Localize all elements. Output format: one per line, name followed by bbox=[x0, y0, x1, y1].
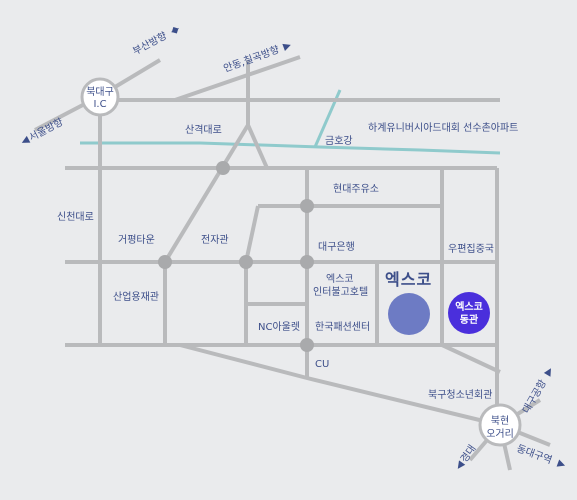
interchange-south-line2: 오거리 bbox=[486, 428, 514, 440]
exco-main-label: 엑스코 bbox=[385, 270, 432, 289]
label-nc-outlet: NC아울렛 bbox=[258, 321, 300, 333]
label-sangyeok-road: 산격대로 bbox=[185, 123, 222, 136]
label-electronics: 전자관 bbox=[201, 234, 229, 246]
junction-3 bbox=[158, 255, 172, 269]
junction-6 bbox=[300, 338, 314, 352]
interchange-north-line1: 북대구 bbox=[86, 86, 114, 98]
direction-airport: 대구공항 bbox=[520, 368, 551, 416]
label-industrial-hall: 산업용재관 bbox=[113, 290, 159, 303]
arrow-right-icon bbox=[282, 43, 291, 52]
junction-1 bbox=[216, 161, 230, 175]
label-exco-hotel-2: 인터불고호텔 bbox=[313, 286, 368, 298]
direction-busan-label: 부산방향 bbox=[131, 30, 169, 58]
interchange-south-ring bbox=[478, 403, 522, 447]
direction-busan: 부산방향 bbox=[131, 27, 180, 58]
direction-dongdaegu: 동대구역 bbox=[515, 443, 566, 467]
label-apartment: 하계유니버시아드대회 선수촌아파트 bbox=[368, 121, 518, 134]
road-top-diag bbox=[174, 55, 301, 102]
exco-east-label-1: 엑스코 bbox=[455, 301, 483, 313]
arrow-left-icon bbox=[457, 460, 466, 469]
road-diag-3 bbox=[246, 124, 269, 169]
label-cu: CU bbox=[315, 359, 329, 370]
label-post-office: 우편집중국 bbox=[448, 243, 494, 255]
label-geopyeong-town: 거평타운 bbox=[118, 234, 155, 246]
interchange-north-ring bbox=[80, 77, 120, 117]
interchange-north-line2: I.C bbox=[93, 99, 106, 110]
junction-4 bbox=[239, 255, 253, 269]
arrow-right-icon bbox=[171, 27, 180, 34]
road-layer bbox=[34, 55, 551, 471]
arrow-left-icon bbox=[21, 135, 31, 143]
label-sincheon-road: 신천대로 bbox=[57, 211, 94, 223]
direction-seoul: 서울방향 bbox=[21, 116, 65, 144]
exco-east-label-2: 동관 bbox=[460, 313, 479, 326]
arrow-right-icon bbox=[543, 368, 551, 377]
label-hyundai-gas: 현대주유소 bbox=[333, 183, 379, 195]
label-youth-hall: 북구청소년회관 bbox=[428, 389, 492, 401]
exco-east-marker[interactable] bbox=[448, 292, 490, 334]
interchange-north: 북대구 I.C bbox=[80, 77, 120, 117]
label-korea-fashion: 한국패션센터 bbox=[315, 321, 370, 333]
place-labels: 산격대로 하계유니버시아드대회 선수촌아파트 금호강 현대주유소 신천대로 거평… bbox=[57, 121, 518, 401]
direction-seoul-label: 서울방향 bbox=[27, 116, 65, 144]
direction-andong: 안동,칠곡방향 bbox=[222, 43, 291, 75]
arrow-right-icon bbox=[556, 459, 566, 467]
junction-2 bbox=[300, 199, 314, 213]
label-exco-hotel-1: 엑스코 bbox=[326, 273, 354, 285]
road-south-diag bbox=[179, 343, 501, 427]
road-diag-2 bbox=[163, 123, 250, 264]
direction-airport-label: 대구공항 bbox=[520, 378, 549, 416]
road-row3-v bbox=[244, 205, 260, 263]
direction-andong-label: 안동,칠곡방향 bbox=[222, 44, 281, 75]
interchange-south: 북현 오거리 bbox=[478, 403, 522, 447]
label-geumho-river: 금호강 bbox=[325, 135, 353, 147]
junction-5 bbox=[300, 255, 314, 269]
interchange-south-line1: 북현 bbox=[491, 415, 509, 427]
exco-main[interactable]: 엑스코 bbox=[385, 270, 432, 335]
exco-main-marker[interactable] bbox=[388, 293, 430, 335]
label-daegu-bank: 대구은행 bbox=[318, 241, 355, 253]
junction-layer bbox=[158, 161, 314, 352]
road-south-diag2 bbox=[441, 343, 501, 374]
exco-east[interactable]: 엑스코 동관 bbox=[448, 292, 490, 334]
geumho-river bbox=[80, 141, 501, 155]
